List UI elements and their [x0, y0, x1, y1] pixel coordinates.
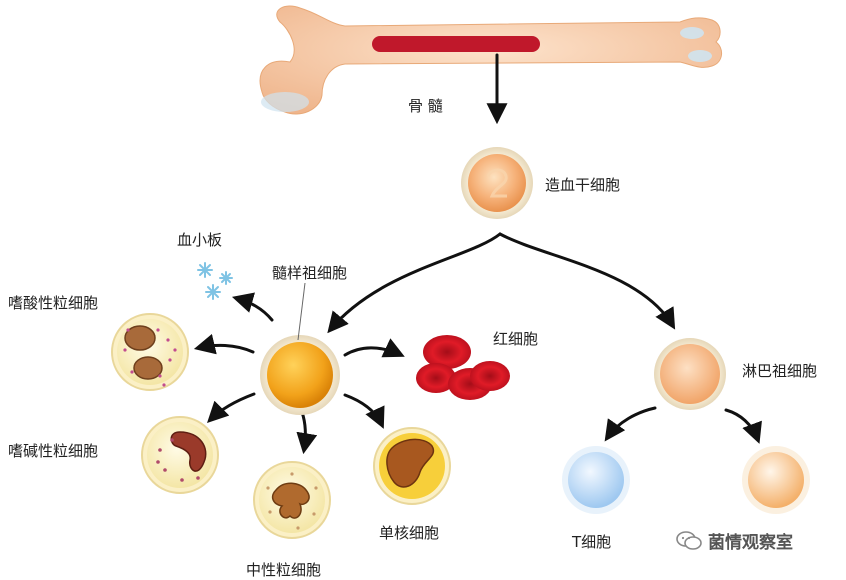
label-rbc: 红细胞	[493, 330, 539, 348]
label-neutrophil: 中性粒细胞	[246, 561, 322, 579]
label-basophil: 嗜碱性粒细胞	[8, 442, 99, 460]
label-eosinophil: 嗜酸性粒细胞	[8, 294, 99, 312]
bone	[259, 5, 722, 115]
watermark-text: 菌情观察室	[708, 533, 793, 553]
watermark: 菌情观察室	[676, 528, 793, 553]
wechat-icon	[676, 530, 702, 550]
arrow-lymphoid-to-b	[724, 408, 762, 444]
platelet-group	[197, 262, 233, 300]
arrow-myeloid-to-monocyte	[343, 393, 385, 429]
bone-marrow-region	[372, 36, 540, 52]
label-t-cell: T细胞	[572, 533, 612, 551]
rbc-group	[416, 335, 510, 400]
t-cell	[562, 446, 630, 514]
hsc-cell	[461, 147, 533, 219]
neutrophil-cell	[253, 461, 331, 539]
myeloid-progenitor-cell	[260, 282, 340, 415]
arrow-myeloid-to-eosinophil	[193, 333, 255, 355]
arrow-myeloid-to-neutrophil	[296, 410, 318, 455]
label-monocyte: 单核细胞	[379, 524, 440, 542]
arrow-myeloid-to-platelet	[231, 292, 274, 322]
label-hsc: 造血干细胞	[545, 176, 621, 194]
lymphoid-progenitor-cell	[654, 338, 726, 410]
eosinophil-cell	[111, 313, 189, 391]
label-platelet: 血小板	[177, 231, 223, 249]
arrow-myeloid-to-rbc	[343, 338, 405, 358]
arrows	[193, 53, 762, 455]
basophil-cell	[141, 416, 219, 494]
monocyte-cell	[373, 427, 451, 505]
arrow-lymphoid-to-t	[604, 406, 657, 442]
label-bone-marrow: 骨 髓	[408, 97, 443, 115]
arrow-hsc-to-lymphoid	[498, 232, 676, 330]
arrow-hsc-to-myeloid	[327, 232, 502, 334]
arrow-myeloid-to-basophil	[207, 392, 256, 423]
label-lymphoid-progenitor: 淋巴祖细胞	[742, 362, 818, 380]
b-cell	[742, 446, 810, 514]
label-myeloid-progenitor: 髓样祖细胞	[272, 264, 348, 282]
